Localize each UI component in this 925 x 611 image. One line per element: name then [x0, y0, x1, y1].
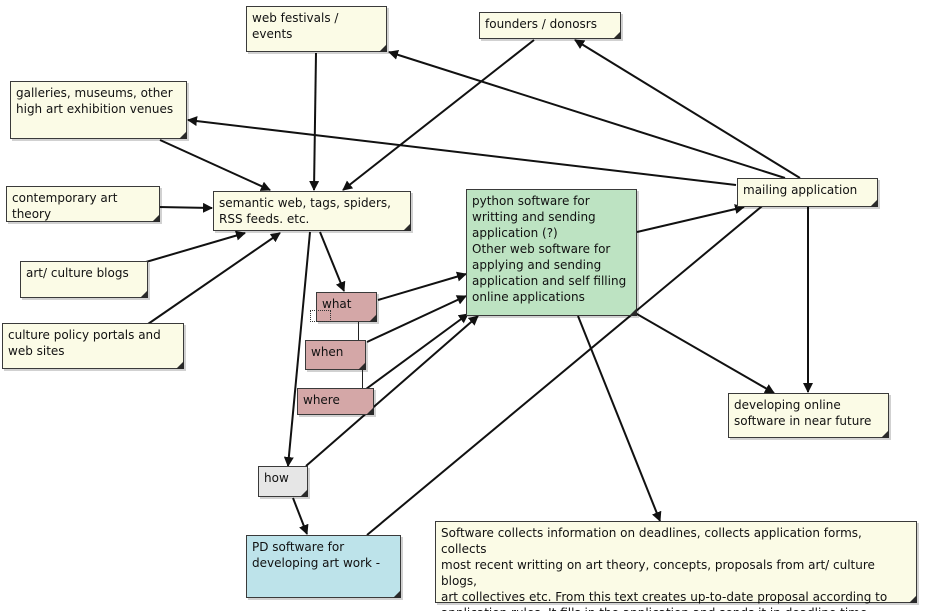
edge-semantic-what — [319, 231, 346, 292]
node-where[interactable]: where — [297, 388, 374, 415]
resize-handle-icon — [909, 595, 917, 603]
node-policy-portals-label: culture policy portals and web sites — [8, 328, 161, 358]
edge-semantic-how — [283, 231, 311, 467]
node-developing-online[interactable]: developing online software in near futur… — [728, 393, 889, 438]
node-galleries-label: galleries, museums, other high art exhib… — [16, 86, 174, 116]
node-python-software-label: python software for writting and sending… — [472, 194, 627, 304]
edge-portals-semantic — [147, 232, 281, 325]
edge-mailing-festivals — [388, 49, 786, 179]
resize-handle-icon — [393, 590, 401, 598]
resize-handle-icon — [379, 44, 387, 52]
node-how[interactable]: how — [258, 466, 308, 497]
edge-theory-semantic — [157, 202, 213, 213]
node-collects-description-label: Software collects information on deadlin… — [441, 526, 888, 611]
node-what-label: what — [322, 297, 352, 311]
node-where-label: where — [303, 393, 340, 407]
edge-how-pd — [292, 497, 309, 535]
node-web-festivals[interactable]: web festivals / events — [246, 6, 387, 52]
edge-python-collects — [577, 315, 662, 522]
node-collects-description[interactable]: Software collects information on deadlin… — [435, 521, 917, 611]
resize-handle-icon — [176, 361, 184, 369]
node-art-theory-label: contemporary art theory — [12, 191, 118, 221]
node-pd-software[interactable]: PD software for developing art work - — [246, 535, 401, 598]
node-mailing-application-label: mailing application — [743, 183, 858, 197]
edge-python-mailing — [636, 204, 745, 233]
node-policy-portals[interactable]: culture policy portals and web sites — [2, 323, 184, 369]
edge-festivals-semantic — [309, 52, 320, 191]
node-python-software[interactable]: python software for writting and sending… — [466, 189, 637, 316]
resize-handle-icon — [881, 430, 889, 438]
connector-stub — [362, 370, 363, 388]
connector-stub — [358, 322, 359, 340]
resize-handle-icon — [152, 214, 160, 222]
node-pd-software-label: PD software for developing art work - — [252, 540, 381, 570]
node-web-festivals-label: web festivals / events — [252, 11, 339, 41]
node-art-theory[interactable]: contemporary art theory — [6, 186, 160, 222]
resize-handle-icon — [369, 314, 377, 322]
edge-what-python — [377, 271, 467, 301]
resize-handle-icon — [358, 362, 366, 370]
resize-handle-icon — [613, 31, 621, 39]
edge-mailing-founders — [574, 39, 801, 179]
node-art-blogs[interactable]: art/ culture blogs — [20, 261, 148, 298]
edge-where-python — [361, 313, 469, 393]
node-semantic-web-label: semantic web, tags, spiders, RSS feeds. … — [219, 196, 391, 226]
node-founders[interactable]: founders / donosrs — [479, 12, 621, 39]
edge-mailing-galleries — [187, 116, 737, 186]
node-galleries[interactable]: galleries, museums, other high art exhib… — [10, 81, 187, 139]
node-semantic-web[interactable]: semantic web, tags, spiders, RSS feeds. … — [213, 191, 411, 231]
edge-founders-semantic — [342, 39, 535, 191]
resize-handle-icon — [629, 308, 637, 316]
node-mailing-application[interactable]: mailing application — [737, 178, 878, 207]
resize-handle-icon — [140, 290, 148, 298]
resize-handle-icon — [179, 131, 187, 139]
edge-blogs-semantic — [145, 230, 246, 263]
node-when[interactable]: when — [305, 340, 366, 370]
node-when-label: when — [311, 345, 344, 359]
node-developing-online-label: developing online software in near futur… — [734, 398, 872, 428]
resize-handle-icon — [366, 407, 374, 415]
edge-galleries-semantic — [159, 139, 271, 191]
node-how-label: how — [264, 471, 289, 485]
selection-marker — [310, 310, 331, 322]
resize-handle-icon — [870, 199, 878, 207]
edge-when-python — [366, 295, 467, 343]
edge-python-developing — [629, 309, 775, 394]
node-art-blogs-label: art/ culture blogs — [26, 266, 129, 280]
node-what[interactable]: what — [316, 292, 377, 322]
node-founders-label: founders / donosrs — [485, 17, 597, 31]
resize-handle-icon — [403, 223, 411, 231]
edge-pd-mailing — [366, 181, 792, 536]
resize-handle-icon — [300, 489, 308, 497]
edge-how-python — [305, 315, 479, 467]
